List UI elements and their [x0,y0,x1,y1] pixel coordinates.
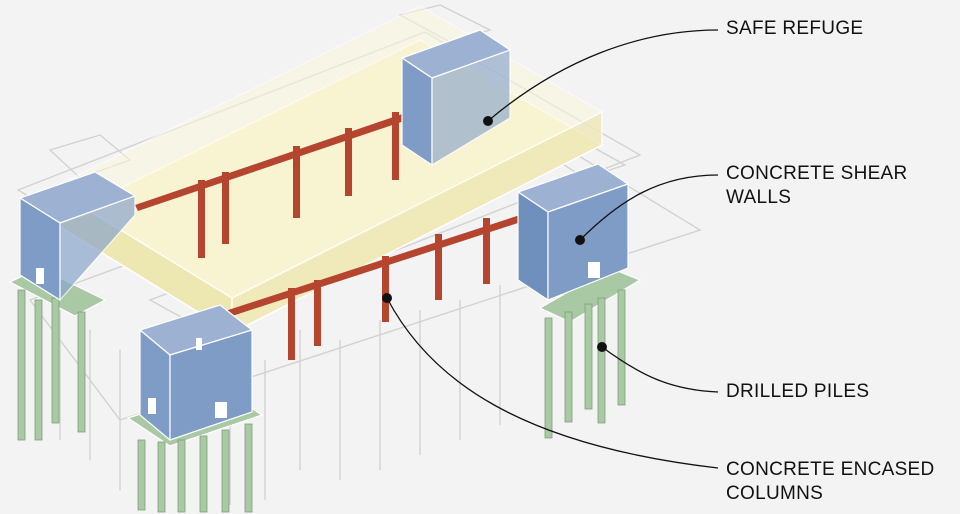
pile [34,299,43,441]
column [314,280,321,346]
shear-wall-left-side [59,195,136,302]
leader-shear-walls [579,174,719,241]
pile [597,297,606,424]
column [435,234,442,300]
pile [77,311,86,433]
leader-dots [382,116,607,352]
shear-wall-front-side [169,329,253,441]
column [382,256,389,322]
callout-concrete-encased-columns: CONCRETE ENCASED COLUMNS [726,458,935,506]
pile [221,429,230,513]
pile [51,297,60,424]
leader-lines [386,29,719,469]
pile [584,303,593,410]
callout-drilled-piles: DRILLED PILES [726,380,869,404]
dot-safe-refuge [483,116,493,126]
pile [17,289,26,441]
pile [177,439,186,513]
shear-wall-right-side [547,183,629,301]
pile [617,289,626,406]
column [222,172,229,244]
callout-text: CONCRETE ENCASED [726,459,935,480]
opening [215,402,227,418]
dot-encased-columns [382,293,392,303]
column [288,288,295,360]
callout-text: WALLS [726,187,792,208]
shear-walls [18,29,630,442]
shear-wall-rear-side [431,49,511,167]
pile [199,435,208,513]
callout-safe-refuge: SAFE REFUGE [726,17,863,41]
callout-text: SAFE REFUGE [726,18,864,39]
opening [148,398,156,414]
wall-openings [36,262,600,418]
leader-encased-columns [386,297,719,469]
dot-drilled-piles [597,342,607,352]
leader-drilled-piles [601,346,719,393]
callout-text: DRILLED PILES [726,381,870,402]
column [483,218,490,284]
pile [544,317,553,439]
pile [157,441,166,513]
opening [196,338,202,350]
leader-safe-refuge [487,29,719,122]
callout-text: CONCRETE SHEAR [726,163,908,184]
opening [36,268,44,284]
beam-rear [135,108,425,211]
beam-front [222,215,524,318]
opening [588,262,600,278]
callout-text: COLUMNS [726,483,824,504]
column [345,128,352,196]
dot-shear-walls [575,235,585,245]
pile [137,439,146,511]
pile [564,311,573,423]
column [198,180,205,258]
encased-columns [135,108,524,360]
column [392,112,399,180]
callout-concrete-shear-walls: CONCRETE SHEAR WALLS [726,162,908,210]
drilled-piles [17,289,626,513]
column [293,146,300,218]
pile [244,423,253,513]
